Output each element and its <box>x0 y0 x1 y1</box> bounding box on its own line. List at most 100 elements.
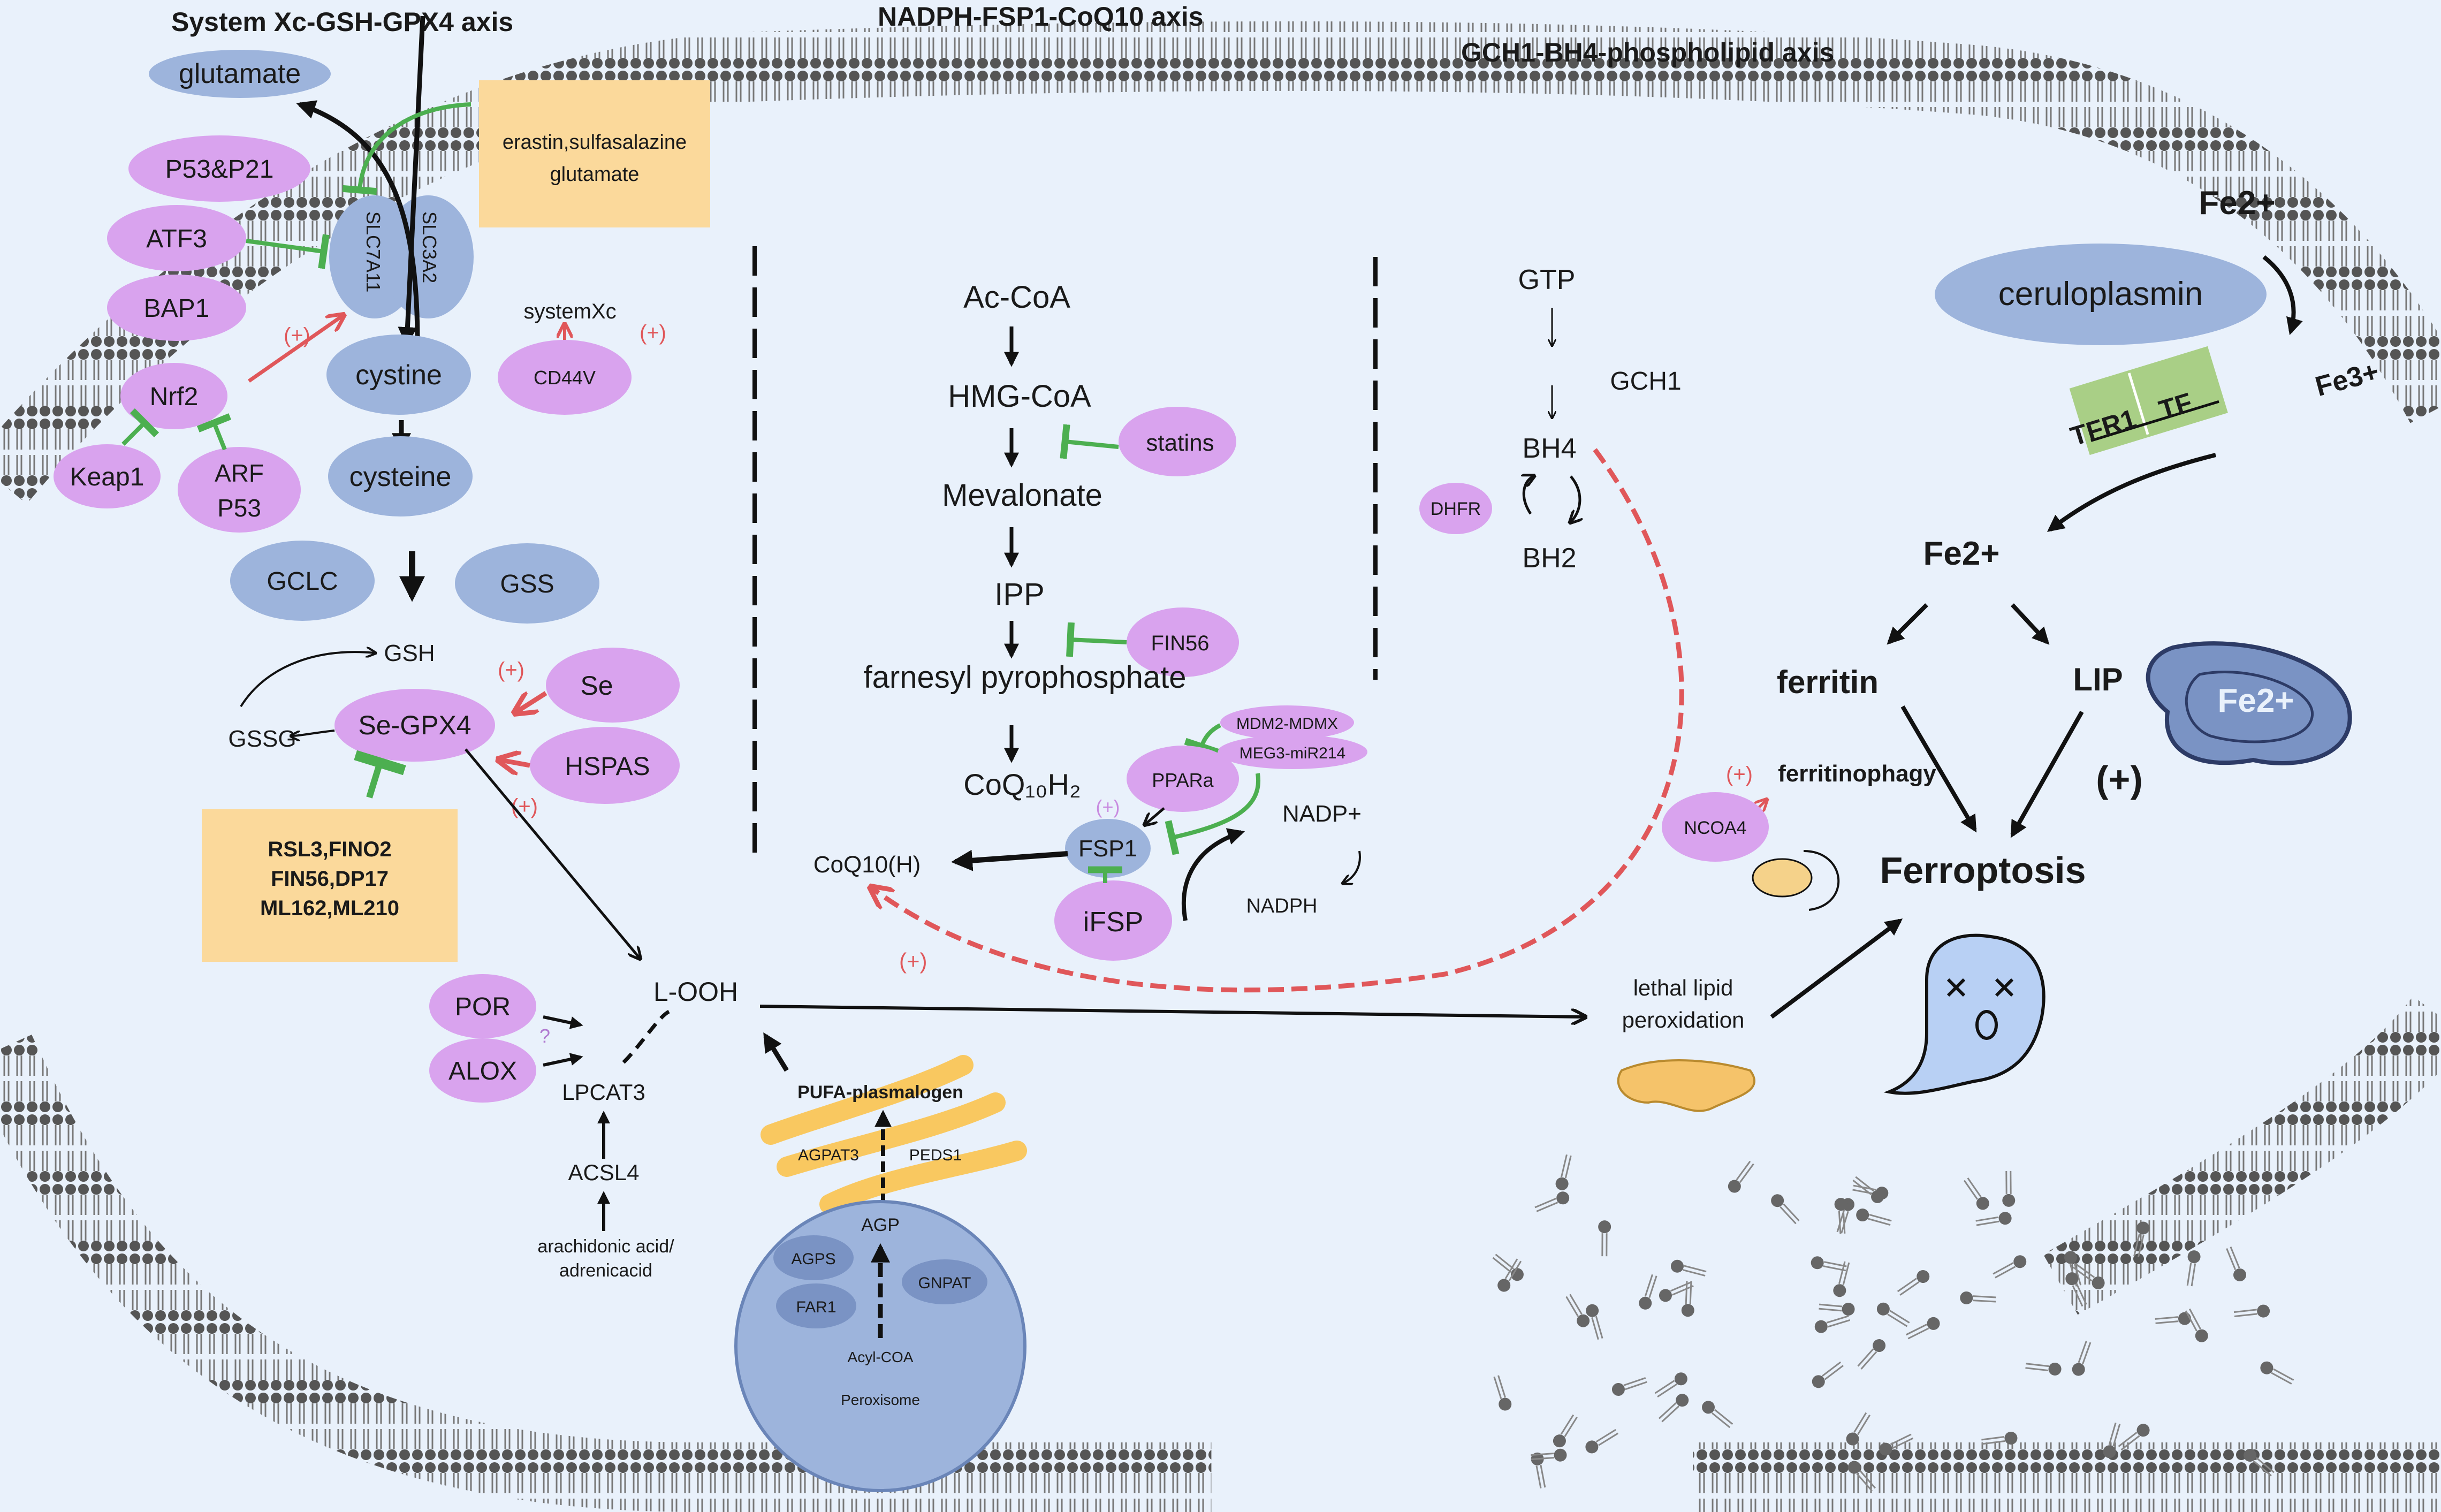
looh-to-peroxidation-arrow <box>759 1005 1584 1017</box>
gch1-label: GCH1 <box>1610 367 1681 396</box>
lipid-molecule <box>1728 1160 1754 1193</box>
peroxisome-organelle <box>734 1200 1026 1492</box>
lipid-molecule <box>2002 1171 2016 1207</box>
keap1-inhibit-line <box>121 408 159 446</box>
endoplasmic-reticulum <box>761 1055 1027 1214</box>
lipid-molecule <box>1975 1212 2012 1226</box>
slc3a2-label: SLC3A2 <box>419 211 440 283</box>
fe2-to-ceruloplasmin-arrow <box>2262 255 2303 336</box>
far1-label: FAR1 <box>796 1298 836 1316</box>
ppara-label: PPARa <box>1152 769 1214 791</box>
se-plus: (+) <box>498 658 524 682</box>
question-mark: ? <box>539 1025 550 1047</box>
gssg-to-gsh-arrow <box>240 652 375 708</box>
lipid-molecule <box>1819 1303 1855 1316</box>
lipid-molecule <box>2065 1272 2087 1307</box>
fsp1-plus: (+) <box>1096 796 1120 818</box>
dhfr-label: DHFR <box>1431 499 1481 519</box>
acid-line-2: adrenicacid <box>559 1260 652 1281</box>
agps-label: AGPS <box>791 1250 835 1268</box>
inhibitor-box-bottom <box>202 809 458 962</box>
lipid-molecule <box>1555 1154 1572 1190</box>
statins-node <box>1119 407 1236 476</box>
lipid-molecule <box>1497 1258 1522 1292</box>
far1-node <box>776 1283 856 1328</box>
fe2-to-lip-arrow <box>2011 603 2050 645</box>
tf-to-fe2-arrow <box>2047 453 2216 532</box>
lipid-molecule <box>1611 1377 1647 1396</box>
tfr1-tf-receptor <box>2069 346 2228 455</box>
se-promote-arrow <box>516 691 547 712</box>
gss-label: GSS <box>500 570 554 598</box>
lipid-molecule <box>1993 1255 2027 1279</box>
nrf2-promote-arrow <box>247 316 343 383</box>
lipid-molecule <box>2260 1361 2294 1385</box>
ferritinophagy-label: ferritinophagy <box>1778 761 1936 787</box>
lipid-molecule <box>1981 1431 2018 1445</box>
lipid-molecule <box>1876 1302 1910 1327</box>
nadp-plus-label: NADP+ <box>1282 801 1362 827</box>
keap1-label: Keap1 <box>70 463 145 491</box>
fpp-label: farnesyl pyrophosphate <box>864 660 1187 695</box>
lipid-molecule <box>2186 1250 2201 1287</box>
ncoa4-node <box>1662 792 1769 862</box>
gsh-label: GSH <box>384 640 435 666</box>
bh4-label: BH4 <box>1522 433 1576 464</box>
atf3-label: ATF3 <box>146 225 207 253</box>
nrf2-plus: (+) <box>284 324 310 347</box>
gnpat-label: GNPAT <box>918 1274 971 1292</box>
arf-p53-node <box>178 447 301 533</box>
segpx4-label: Se-GPX4 <box>358 710 471 740</box>
inhibitor-top-line-2: glutamate <box>550 163 640 186</box>
bh4-to-bh2-arrow <box>1571 475 1580 522</box>
lipid-molecule <box>1834 1198 1847 1234</box>
bh4-to-coq10h-dashed <box>872 448 1684 993</box>
ppara-node <box>1127 746 1239 812</box>
cysteine-node <box>328 436 473 516</box>
por-node <box>429 974 536 1038</box>
fin56-inhibit-line <box>1066 622 1127 657</box>
lipid-molecule <box>2233 1304 2270 1318</box>
lip-label: LIP <box>2073 662 2123 697</box>
atf3-node <box>107 205 246 271</box>
lipid-molecule <box>2118 1424 2150 1451</box>
lip-to-ferroptosis-arrow <box>2010 711 2084 838</box>
lipid-molecule <box>1814 1315 1850 1333</box>
lipid-molecule <box>1960 1291 1996 1304</box>
meg3-node <box>1218 735 1367 769</box>
keap1-node <box>54 444 161 508</box>
gsh-to-gssg-arrow <box>292 730 335 736</box>
acsl4-label: ACSL4 <box>568 1160 639 1185</box>
coq10h-label: CoQ10(H) <box>813 852 921 878</box>
peroxidation-to-ferroptosis-arrow <box>1770 918 1903 1019</box>
lipid-molecule <box>2072 1340 2092 1376</box>
inhibitor-bottom-line-1: RSL3,FINO2 <box>268 838 391 861</box>
bh2-label: BH2 <box>1522 543 1576 574</box>
lipid-molecule <box>1639 1274 1657 1310</box>
lipid-molecule <box>1963 1177 1989 1210</box>
dhfr-node <box>1419 483 1492 534</box>
scattered-lipids <box>1492 1154 2294 1492</box>
lipid-molecule <box>1659 1281 1694 1302</box>
nadph-cycle-arrow <box>1181 828 1245 921</box>
lipid-molecule <box>1852 1176 1884 1203</box>
ncoa4-label: NCOA4 <box>1684 818 1746 838</box>
fe2-to-ferritin-arrow <box>1887 603 1928 645</box>
agps-node <box>773 1235 854 1280</box>
lipid-molecule <box>1531 1452 1546 1488</box>
coq10h2-label: CoQ₁₀H₂ <box>963 768 1081 801</box>
gclc-label: GCLC <box>267 567 338 596</box>
gclc-node <box>230 541 375 621</box>
segpx4-node <box>334 689 495 762</box>
acoa-label: Ac-CoA <box>963 280 1070 315</box>
erastin-inhibit-line <box>342 102 472 195</box>
inhibitor-bottom-line-3: ML162,ML210 <box>260 896 399 920</box>
se-label: Se <box>580 671 613 701</box>
nadph-label: NADPH <box>1246 895 1317 917</box>
bh2-to-bh4-arrow <box>1524 476 1533 515</box>
hspas-plus: (+) <box>511 795 538 818</box>
lipid-molecule <box>2133 1221 2150 1258</box>
fe2-mid-label: Fe2+ <box>1923 535 1999 572</box>
